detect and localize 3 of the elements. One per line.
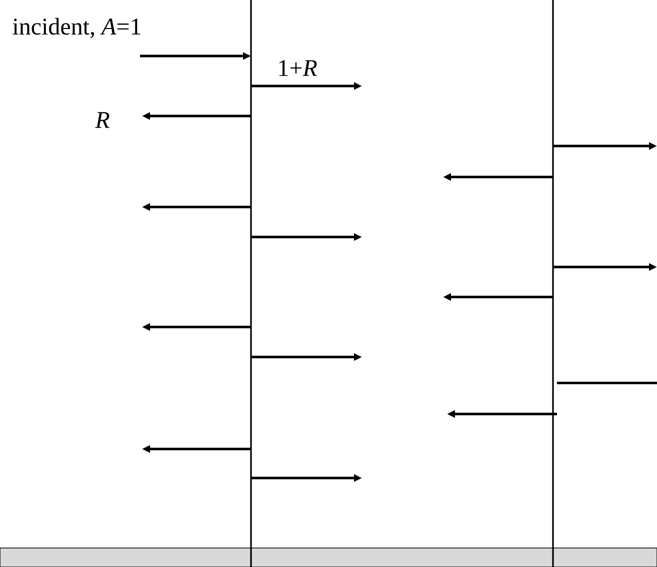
- wave-label: 1+R: [279, 60, 317, 76]
- wave-label: incident, A=1: [12, 18, 140, 38]
- wave-label: R: [95, 112, 110, 128]
